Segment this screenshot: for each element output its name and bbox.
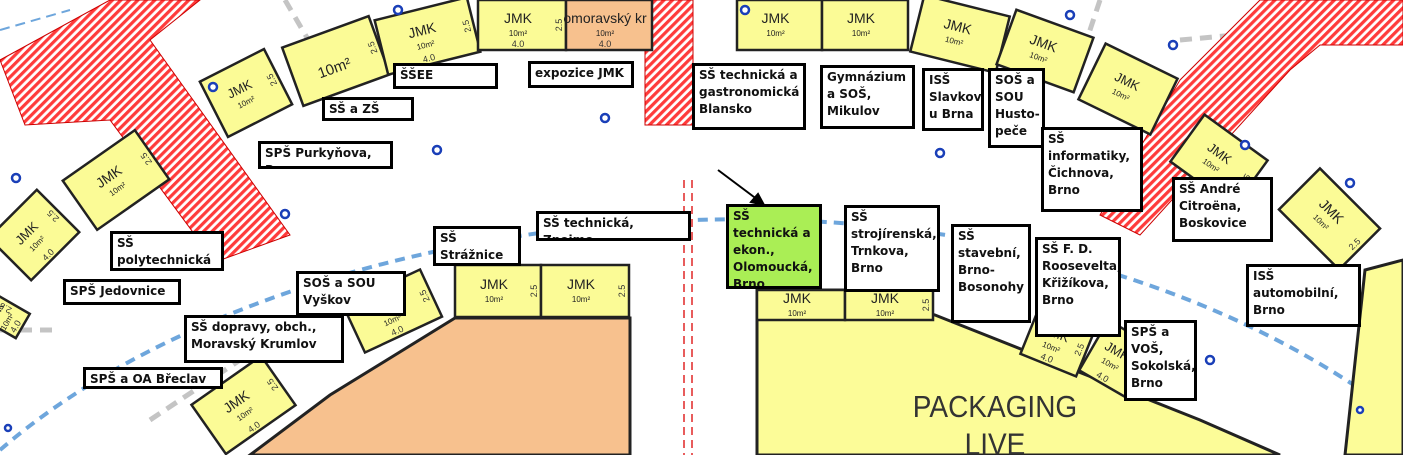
booth-body [0, 187, 82, 283]
exhibitor-label[interactable]: SŠ strojírenská, Trnkova, Brno [844, 205, 940, 292]
booth-name: JMK [567, 276, 596, 292]
booth-area: 10m² [485, 295, 504, 304]
booth-area: 10m² [596, 29, 615, 38]
booth[interactable]: JMK 10m² 2.5 [539, 263, 631, 319]
booth-area: 10m² [876, 309, 895, 318]
exhibitor-label[interactable]: SŠ technická a gastronomická Blansko [692, 63, 806, 130]
exhibitor-label[interactable]: SŠ André Citroëna, Boskovice [1172, 177, 1273, 242]
booth-name: JMK [762, 10, 791, 26]
booth-name: JMK [871, 290, 900, 306]
packaging-line-2: LIVE [964, 427, 1026, 462]
exhibitor-label[interactable]: SPŠ Purkyňova, Brno [258, 141, 393, 169]
exhibitor-label[interactable]: SŠ polytechnická Jílova, Brno [110, 231, 224, 271]
booth-width: 2.5 [617, 285, 627, 298]
booth-width: 2.5 [554, 19, 564, 32]
booth-body [1076, 41, 1180, 137]
survey-markers [3, 4, 1365, 433]
booth-body [564, 0, 654, 52]
booth-depth: 4.0 [1039, 351, 1054, 365]
exhibitor-label[interactable]: SŠ technická, Znojmo [536, 211, 691, 241]
exhibitor-label[interactable]: Gymnázium a SOŠ, Mikulov [820, 65, 915, 129]
exhibitor-label[interactable]: SŠ stavební, Brno-Bosonohy [951, 224, 1031, 323]
booth-area: 10m² [572, 295, 591, 304]
booth-body [1277, 166, 1382, 272]
booth[interactable]: JMK 10m² [820, 0, 910, 52]
booth-name: JMK [480, 276, 509, 292]
booth[interactable]: JMK 10m² [735, 0, 824, 52]
exhibitor-label[interactable]: SŠ informatiky, Čichnova, Brno [1041, 127, 1143, 212]
pointer-arrow [717, 169, 766, 207]
booth-body [735, 0, 824, 52]
booth-name: JMK [847, 10, 876, 26]
booth-body [820, 0, 910, 52]
booth-area: 10m² [852, 29, 871, 38]
exhibitor-label[interactable]: SOŠ a SOU Husto-peče [988, 68, 1045, 148]
booth-body [539, 263, 631, 319]
booth-depth: 4.0 [390, 324, 406, 338]
exhibitor-label[interactable]: SŠ technická a ekon., Olomoucká, Brno [726, 204, 822, 289]
booth-body [280, 14, 392, 108]
booth-body [0, 288, 32, 340]
booth-width: 2.5 [921, 299, 931, 312]
exhibitor-label[interactable]: SPŠ Jedovnice [63, 279, 181, 305]
packaging-line-1: PACKAGING [912, 389, 1078, 424]
exhibitor-label[interactable]: SPŠ a OA Břeclav [83, 367, 223, 389]
booth-depth: 4.0 [422, 52, 437, 65]
exhibitor-label[interactable]: SOŠ a SOU Vyškov [296, 271, 406, 316]
booth-area: 10m² [766, 29, 785, 38]
exhibitor-label[interactable]: SPŠ a VOŠ, Sokolská, Brno [1124, 320, 1197, 401]
booth-width: 2.5 [366, 40, 380, 55]
booth[interactable]: JMK 10m² 2.5 [453, 263, 543, 319]
booth-depth: 4.0 [512, 39, 525, 49]
booth-body [189, 354, 298, 455]
exhibitor-label[interactable]: ISŠ Slavkov u Brna [922, 68, 984, 131]
booth-area: 10m² [944, 35, 964, 48]
blue-ring-path [0, 217, 1403, 452]
booth-depth: 4.0 [599, 39, 612, 49]
booth-name: JMK [504, 10, 533, 26]
exhibitor-label[interactable]: SŠ dopravy, obch., Moravský Krumlov [184, 315, 344, 363]
booth[interactable]: JMK 10m² 2.5 [843, 288, 935, 322]
booth-body [198, 47, 294, 139]
booth-width: 2.5 [460, 19, 473, 34]
booth-area: 10m² [509, 29, 528, 38]
booth-name: JMK [783, 290, 812, 306]
exhibitor-label[interactable]: SŠ Strážnice [433, 226, 521, 266]
exhibitor-label[interactable]: SŠ F. D. Roosevelta, Křižíkova, Brno [1035, 237, 1121, 337]
booth-name: JMK [942, 15, 974, 37]
exhibitor-label[interactable]: ISŠ automobilní, Brno [1246, 264, 1361, 327]
booth-name: JMK [406, 19, 438, 41]
booth-body [908, 0, 1012, 75]
exhibitor-label[interactable]: expozice JMK [528, 61, 634, 88]
booth[interactable]: JMK 10m² [755, 288, 847, 322]
packaging-live-label: PACKAGING LIVE [905, 389, 1085, 463]
booth-area: 10m² [416, 39, 436, 52]
exhibitor-label[interactable]: SŠ a ZŠ Tišnov [322, 97, 414, 121]
booth-width: 2.5 [1072, 342, 1086, 357]
booth-body [61, 128, 171, 232]
booth-name: omoravský kr [563, 10, 647, 26]
exhibitor-label[interactable]: ŠŠEE Sokolnice [393, 63, 498, 89]
booth-width: 2.5 [417, 288, 431, 304]
booth-body [843, 288, 935, 322]
blue-outer-path [0, 9, 1403, 41]
booth-width: 2.5 [529, 285, 539, 298]
booth-area: 10m² [788, 309, 807, 318]
